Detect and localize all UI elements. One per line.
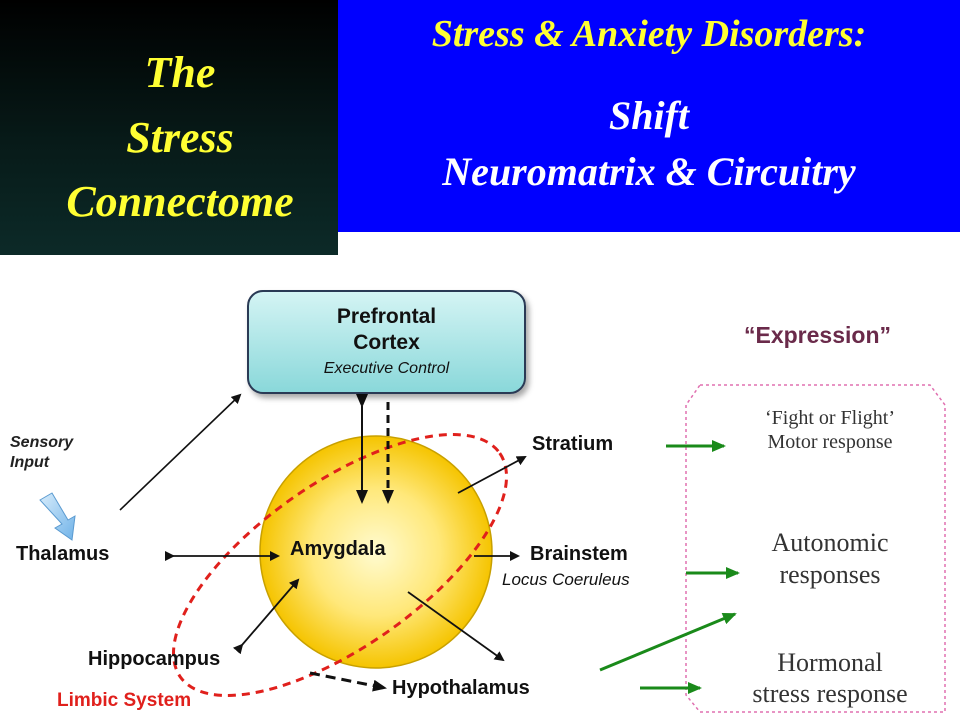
hypothalamus-label: Hypothalamus	[392, 677, 530, 699]
thalamus-label: Thalamus	[16, 543, 110, 565]
pfc-title-1: Prefrontal	[336, 305, 437, 328]
arrow-amygdala-hypothalamus	[407, 591, 505, 662]
sensory-input-label-2: Input	[10, 454, 50, 471]
output-arrow-hypothalamus-autonomic	[599, 612, 737, 672]
title-line-1: The	[144, 48, 216, 97]
locus-coeruleus-label: Locus Coeruleus	[502, 570, 630, 589]
hormonal-label-1: Hormonal	[777, 648, 883, 677]
arrow-thalamus-pfc	[119, 393, 242, 511]
limbic-system-label: Limbic System	[57, 690, 192, 711]
hippocampus-label: Hippocampus	[88, 648, 221, 670]
expression-box	[685, 384, 946, 713]
subtitle-line-1: Stress & Anxiety Disorders:	[431, 13, 867, 55]
sensory-input-label-1: Sensory	[10, 434, 74, 451]
title-line-2: Stress	[126, 113, 234, 162]
fight-flight-label-2: Motor response	[767, 431, 893, 453]
pfc-title-2: Cortex	[353, 331, 420, 354]
title-line-3: Connectome	[66, 177, 294, 226]
amygdala-label: Amygdala	[290, 538, 386, 560]
arrow-hippocampus-hypothalamus	[309, 671, 387, 692]
subtitle-line-2: Shift	[608, 93, 690, 138]
expression-title: “Expression”	[744, 322, 891, 348]
brainstem-label: Brainstem	[530, 543, 628, 565]
autonomic-label-2: responses	[779, 560, 881, 589]
arrow-amygdala-hippocampus	[232, 578, 300, 655]
prefrontal-cortex-box	[247, 290, 526, 394]
hormonal-label-2: stress response	[752, 679, 908, 708]
arrow-amygdala-stratium	[457, 456, 527, 494]
pfc-subtitle: Executive Control	[323, 360, 450, 377]
title-panel	[0, 0, 338, 255]
fight-flight-label-1: ‘Fight or Flight’	[764, 407, 895, 429]
autonomic-label-1: Autonomic	[771, 528, 889, 557]
subtitle-line-3: Neuromatrix & Circuitry	[442, 149, 856, 194]
subtitle-panel	[338, 0, 960, 232]
limbic-ellipse	[171, 433, 509, 697]
stratium-label: Stratium	[532, 433, 614, 455]
sensory-arrow	[39, 492, 76, 541]
